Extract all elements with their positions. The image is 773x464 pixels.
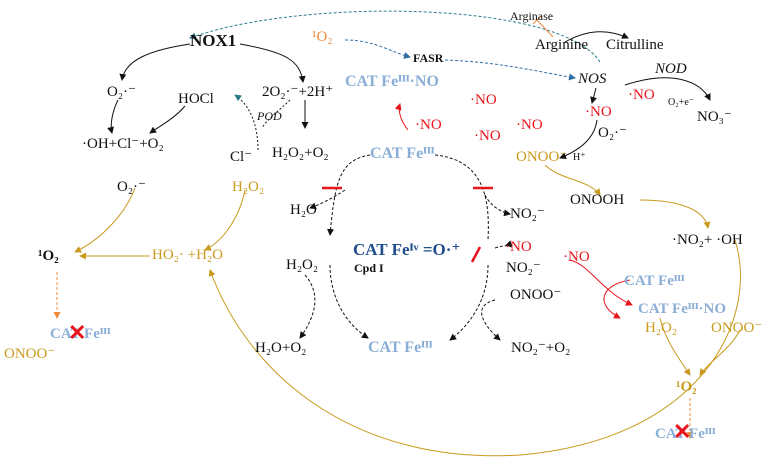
nitric-oxide-2: ·NO (415, 117, 442, 133)
nitric-oxide-1: ·NO (470, 92, 497, 108)
hydroxyl-products: ·OH+Cl⁻+O₂ (82, 136, 164, 152)
nitric-oxide-4: ·NO (516, 117, 543, 133)
cat-fe3-no-top: CAT Feᴵᴵᴵ·NO (345, 73, 439, 90)
cat-fe3-bottom: CAT Feᴵᴵᴵ (368, 339, 433, 356)
radical-pair: ·NO₂+ ·OH (672, 232, 743, 248)
nitric-oxide-5: ·NO (505, 239, 532, 255)
nitric-oxide-3: ·NO (474, 128, 501, 144)
nitrate: NO₃⁻ (697, 109, 732, 125)
cat-fe4-compound: CAT Feᴵᵛ =O·⁺ (353, 240, 461, 259)
hocl-label: HOCl (178, 91, 214, 107)
superoxide-mid: O₂·⁻ (117, 179, 146, 195)
cat-fe3-no-right: CAT Feᴵᴵᴵ·NO (638, 301, 727, 317)
superoxide-left: O₂·⁻ (107, 84, 136, 100)
citrulline-label: Citrulline (606, 37, 664, 53)
peroxynitrous-acid: ONOOH (570, 192, 625, 208)
nitrite-oxygen: NO₂⁻+O₂ (511, 340, 571, 356)
singlet-oxygen-right: ¹O₂ (676, 379, 697, 395)
dismutation-label: 2O₂·⁻+2H⁺ (262, 84, 334, 100)
h2o2-right: H₂O₂ (645, 320, 678, 336)
singlet-oxygen-top: ¹O₂ (312, 29, 333, 45)
arginase-label: Arginase (510, 9, 554, 23)
h2o2-gold: H₂O₂ (232, 179, 265, 195)
o2-electron: O₂+e⁻ (668, 97, 695, 108)
cpd-i-label: Cpd I (354, 261, 384, 275)
h2o2-o2-label: H₂O₂+O₂ (272, 145, 329, 161)
hydroperoxyl-label: HO₂· +H₂O (152, 247, 223, 263)
nitrite-right: NO₂⁻ (510, 206, 545, 222)
cat-fe3-right: CAT Feᴵᴵᴵ (624, 273, 685, 289)
fasr-label: FASR (413, 51, 444, 65)
singlet-oxygen-left: ¹O₂ (38, 248, 59, 264)
catalase-inactivated-right: CAT Feᴵᴵᴵ (655, 426, 716, 442)
peroxynitrite-1: ONOO⁻ (516, 149, 568, 165)
h2o2-left-2: H₂O₂ (286, 257, 319, 273)
proton-label: H⁺ (573, 152, 586, 163)
water-label: H₂O (290, 202, 317, 218)
red-x-cross-icon: ✕ (68, 320, 87, 345)
peroxynitrite-left: ONOO⁻ (4, 346, 56, 362)
nos-label: NOS (578, 71, 607, 87)
pod-label: POD (257, 109, 282, 123)
nod-label: NOD (655, 61, 687, 77)
nitric-oxide-6: ·NO (563, 249, 590, 265)
chloride-label: Cl⁻ (230, 149, 253, 165)
catalase-inactivated-left: CAT Feᴵᴵᴵ (50, 326, 111, 342)
red-x-cross-icon: ✕ (673, 419, 692, 444)
peroxynitrite-right: ONOO⁻ (711, 320, 763, 336)
peroxynitrite-2: ONOO⁻ (510, 287, 562, 303)
nitric-oxide-nod: ·NO (628, 87, 655, 103)
nitric-oxide-nos: ·NO (585, 104, 612, 120)
water-oxygen: H₂O+O₂ (255, 340, 307, 356)
cat-fe3-top: CAT Feᴵᴵᴵ (370, 145, 435, 162)
nox1-label: NOX1 (190, 31, 237, 50)
arginine-label: Arginine (535, 37, 589, 53)
superoxide-nos: O₂·⁻ (598, 125, 627, 141)
nitrite-mid: NO₂⁻ (506, 260, 541, 276)
